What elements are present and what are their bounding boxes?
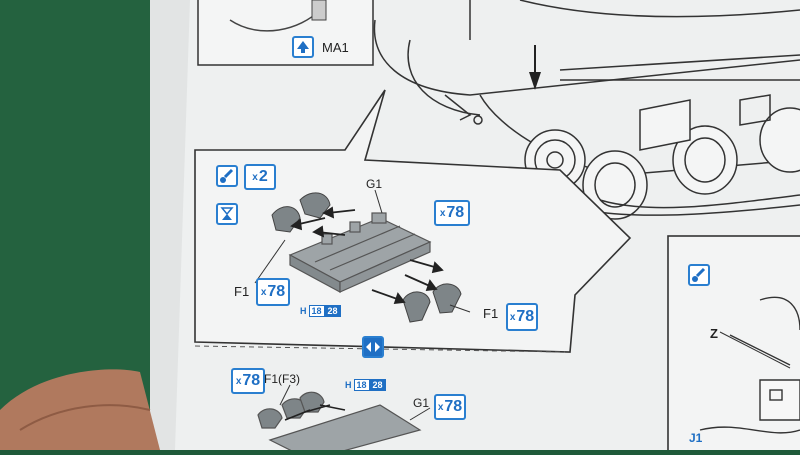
glue-tube-icon bbox=[216, 203, 238, 225]
paint-brush-icon bbox=[216, 165, 238, 187]
label-z: Z bbox=[710, 326, 718, 341]
divider bbox=[194, 345, 566, 353]
label-f1-left: F1 bbox=[234, 284, 250, 299]
track-link-g1 bbox=[288, 212, 432, 294]
paint-brush-icon-right bbox=[688, 264, 710, 286]
label-ma1: MA1 bbox=[322, 40, 349, 55]
hand bbox=[0, 369, 160, 450]
label-f1-right: F1 bbox=[483, 306, 499, 321]
inset-panel-ma1 bbox=[197, 0, 374, 66]
label-g1-top: G1 bbox=[366, 177, 383, 191]
label-j1: J1 bbox=[689, 431, 703, 445]
label-f1f3: F1(F3) bbox=[264, 372, 300, 386]
arrow-up-icon bbox=[292, 36, 314, 58]
track-pad-f1-right bbox=[402, 283, 462, 323]
tank-drawing bbox=[373, 0, 800, 220]
swap-arrows-icon bbox=[362, 336, 384, 358]
down-arrow-icon bbox=[529, 72, 541, 90]
label-g1-bottom: G1 bbox=[413, 396, 430, 410]
